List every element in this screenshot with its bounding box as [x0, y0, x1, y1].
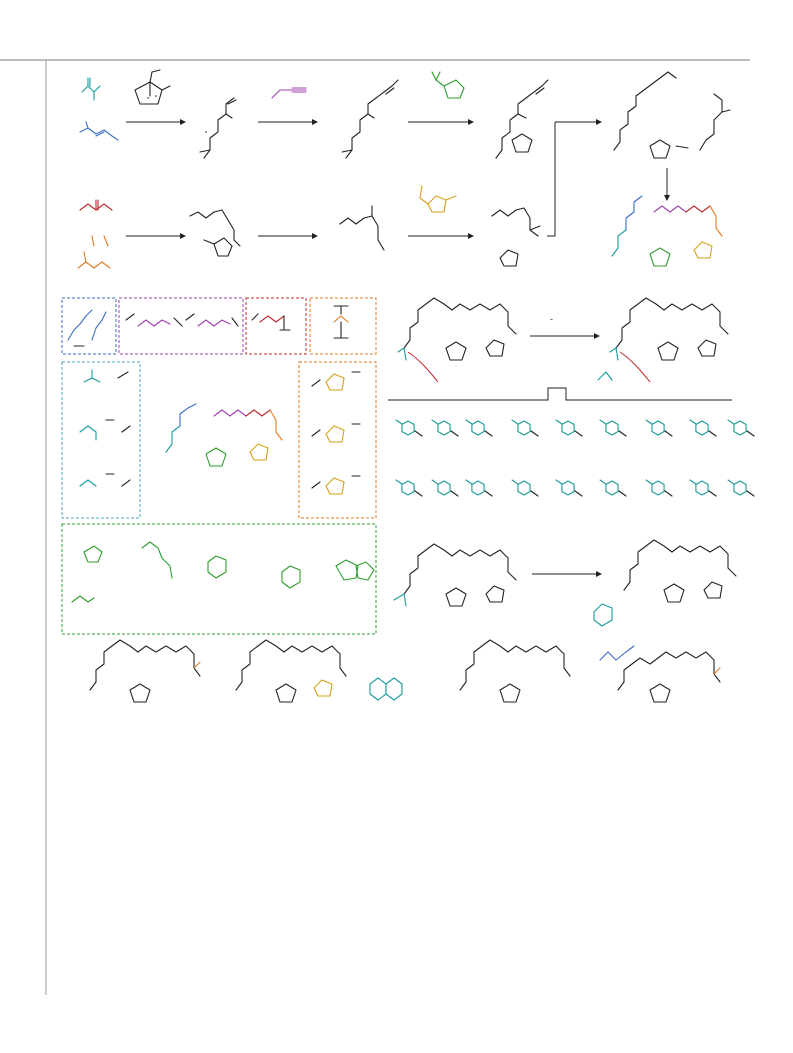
aryl-substituent — [727, 419, 755, 437]
reaction-label: - — [550, 314, 553, 324]
teal-fragment-row1 — [83, 369, 129, 383]
arrow-right-icon — [258, 233, 318, 239]
aryl-substituent — [511, 419, 539, 437]
blue-fragment — [67, 309, 107, 347]
aryl-substituent — [511, 479, 539, 497]
box-gold-fragments — [298, 361, 377, 519]
macrocycle-a — [397, 297, 517, 361]
aryl-substituent — [689, 479, 717, 497]
aryl-substituent — [465, 479, 493, 497]
box-orange-fragments — [309, 297, 377, 355]
arrow-right-icon — [408, 233, 474, 239]
central-colored-macrocycle — [165, 403, 283, 467]
box-teal-fragments — [61, 361, 141, 519]
teal-fragment-start — [81, 77, 101, 101]
aryl-substituent — [727, 479, 755, 497]
aryl-substituent — [395, 419, 423, 437]
aryl-substituent — [555, 479, 583, 497]
intermediate-6 — [339, 205, 385, 251]
box-purple-fragments — [118, 297, 244, 355]
arrow-right-icon — [555, 119, 602, 125]
colored-macrocycle-product — [611, 195, 723, 267]
arrow-right-icon — [126, 233, 186, 239]
intermediate-3 — [495, 79, 549, 159]
scope-bracket — [388, 387, 732, 401]
red-fragment — [251, 313, 291, 331]
arrow-right-icon — [530, 333, 600, 339]
box-blue-fragments — [61, 297, 117, 355]
gold-fragment-1 — [311, 371, 361, 391]
teal-fragment-row2 — [79, 419, 131, 441]
arrow-right-icon — [532, 571, 602, 577]
arrow-right-icon — [126, 119, 186, 125]
intermediate-1 — [199, 97, 237, 159]
aryl-substituent — [431, 479, 459, 497]
arrow-right-icon — [258, 119, 318, 125]
aryl-scope-row-2 — [395, 479, 755, 497]
curved-red-arrow-icon — [619, 351, 651, 383]
intermediate-2 — [341, 79, 399, 159]
reagent-proline-green — [431, 71, 465, 99]
orange-fragment — [333, 305, 349, 339]
box-red-fragments — [245, 297, 307, 355]
arrow-down-icon — [664, 168, 670, 201]
aryl-substituent — [599, 419, 627, 437]
box-green-fragments — [61, 523, 377, 635]
intermediate-5 — [189, 209, 241, 257]
curved-red-arrow-icon — [407, 351, 439, 383]
macrocycle-b — [597, 297, 729, 381]
aryl-scope-row-1 — [395, 419, 755, 437]
convergence-bracket — [547, 122, 556, 237]
final-product-1 — [89, 639, 201, 703]
final-product-4 — [599, 645, 721, 703]
aryl-substituent — [599, 479, 627, 497]
red-diene-start — [79, 199, 113, 211]
reagent-propyne-purple — [271, 87, 307, 99]
aryl-substituent — [645, 419, 673, 437]
aryl-substituent — [555, 419, 583, 437]
intermediate-7 — [491, 207, 541, 267]
blue-diene-start — [79, 121, 119, 141]
arrow-right-icon — [408, 119, 474, 125]
aryl-substituent — [465, 419, 493, 437]
teal-fragment-row3 — [79, 473, 131, 487]
aryl-substituent — [645, 479, 673, 497]
gold-fragment-2 — [311, 423, 361, 443]
final-product-3 — [369, 639, 571, 703]
aryl-substituent — [689, 419, 717, 437]
macrocycle-d — [593, 539, 737, 627]
orange-fragment-start — [77, 235, 111, 269]
intermediate-4 — [613, 71, 731, 159]
aryl-substituent — [395, 479, 423, 497]
final-product-2 — [235, 639, 347, 703]
aryl-substituent — [431, 419, 459, 437]
chiral-auxiliary — [134, 69, 171, 105]
purple-fragment-2 — [185, 313, 239, 327]
reagent-thiazole-gold — [419, 185, 457, 213]
purple-fragment-1 — [125, 313, 183, 327]
macrocycle-c — [393, 543, 517, 607]
green-fragment-row — [71, 541, 375, 603]
gold-fragment-3 — [311, 475, 361, 495]
